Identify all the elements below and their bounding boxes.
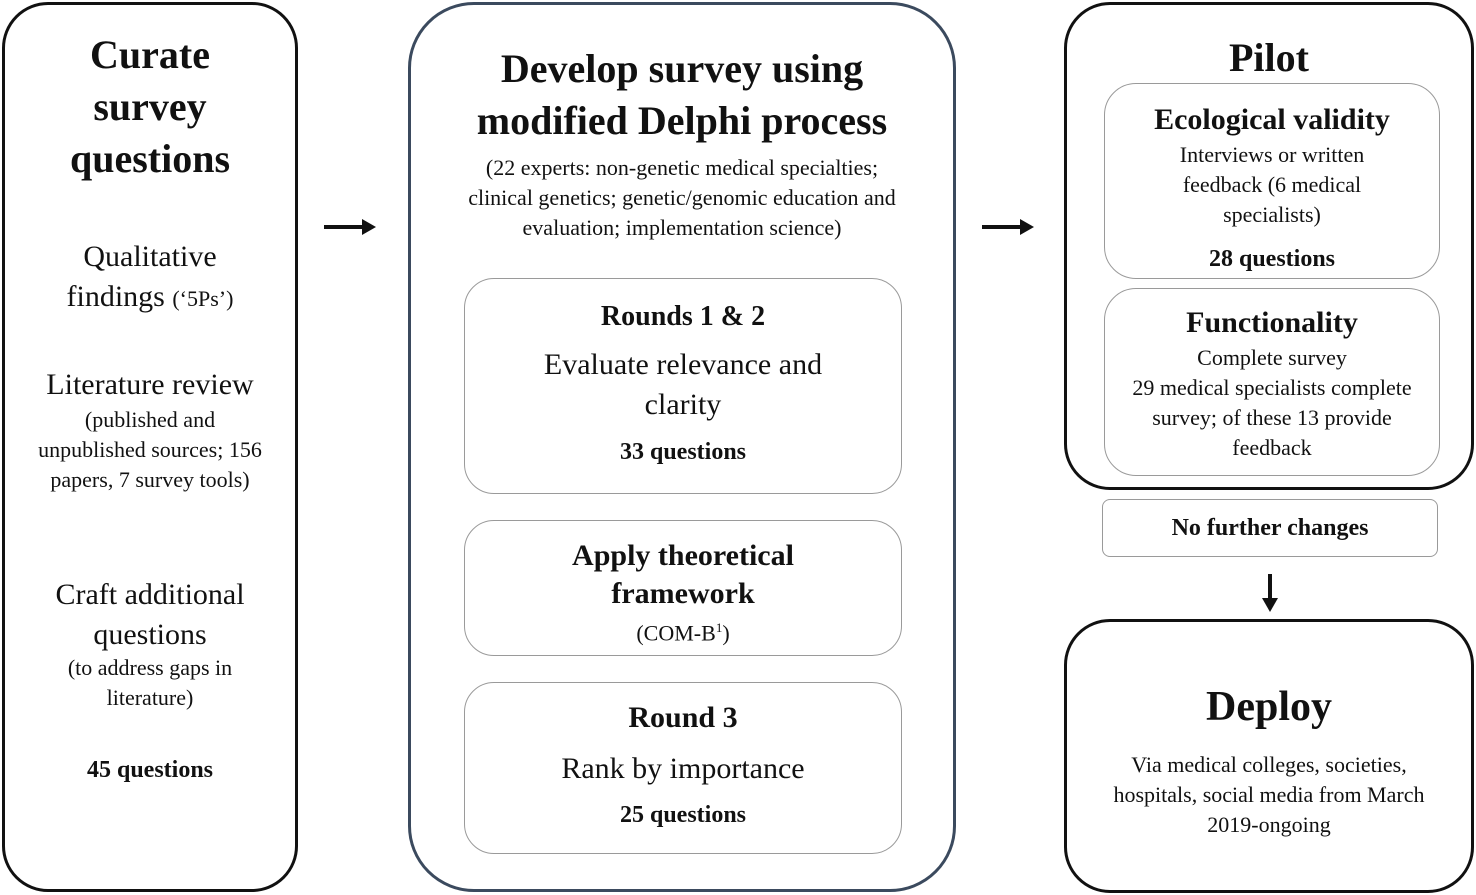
ecological-validity-box: Ecological validity Interviews or writte…	[1104, 83, 1440, 279]
functionality-text: 29 medical specialists complete survey; …	[1132, 375, 1412, 460]
com-b-main: (COM-B	[636, 620, 716, 646]
deploy-box: Deploy Via medical colleges, societies, …	[1064, 619, 1474, 893]
rounds-1-2-count: 33 questions	[619, 439, 747, 465]
develop-box: Develop survey using modified Delphi pro…	[408, 2, 956, 892]
apply-framework-box: Apply theoretical framework (COM-B1)	[464, 520, 902, 656]
round-3-title: Round 3	[628, 701, 738, 734]
curate-title: Curate survey questions	[69, 32, 231, 181]
curate-count: 45 questions	[86, 757, 214, 783]
no-further-changes-box: No further changes	[1102, 499, 1438, 557]
rounds-1-2-box: Rounds 1 & 2 Evaluate relevance and clar…	[464, 278, 902, 494]
ecological-validity-title: Ecological validity	[1154, 103, 1390, 136]
com-b-superscript: 1	[715, 620, 723, 635]
round-3-box: Round 3 Rank by importance 25 questions	[464, 682, 902, 854]
round-3-text: Rank by importance	[561, 752, 805, 785]
apply-framework-title: Apply theoretical framework	[572, 539, 794, 610]
literature-review-detail: (published and unpublished sources; 156 …	[38, 407, 262, 492]
functionality-line1: Complete survey	[1197, 345, 1347, 370]
functionality-box: Functionality Complete survey 29 medical…	[1104, 288, 1440, 476]
com-b-end: )	[722, 620, 730, 646]
com-b-label: (COM-B1)	[465, 615, 901, 646]
ecological-validity-text: Interviews or written feedback (6 medica…	[1179, 142, 1365, 227]
qualitative-findings: Qualitative findings (‘5Ps’)	[45, 237, 255, 319]
literature-review-title: Literature review	[46, 368, 254, 401]
craft-questions-detail: (to address gaps in literature)	[67, 655, 233, 710]
develop-title: Develop survey using modified Delphi pro…	[476, 46, 888, 143]
five-ps-label: (‘5Ps’)	[172, 286, 234, 311]
deploy-text: Via medical colleges, societies, hospita…	[1113, 752, 1425, 837]
functionality-title: Functionality	[1186, 306, 1358, 339]
craft-questions-title: Craft additional questions	[55, 578, 245, 651]
arrow-right-1-icon	[324, 219, 376, 235]
arrow-right-2-icon	[982, 219, 1034, 235]
curate-box: Curate survey questions Qualitative find…	[2, 2, 298, 892]
pilot-title: Pilot	[1229, 35, 1309, 80]
qualitative-findings-label: Qualitative findings	[66, 240, 217, 313]
pilot-box: Pilot Ecological validity Interviews or …	[1064, 2, 1474, 490]
no-further-changes-label: No further changes	[1171, 515, 1369, 541]
rounds-1-2-text: Evaluate relevance and clarity	[543, 348, 823, 421]
round-3-count: 25 questions	[619, 802, 747, 828]
develop-subtitle: (22 experts: non-genetic medical special…	[468, 155, 896, 240]
deploy-title: Deploy	[1206, 684, 1332, 730]
rounds-1-2-title: Rounds 1 & 2	[600, 301, 766, 332]
ecological-validity-count: 28 questions	[1208, 246, 1336, 272]
arrow-down-icon	[1262, 574, 1278, 612]
